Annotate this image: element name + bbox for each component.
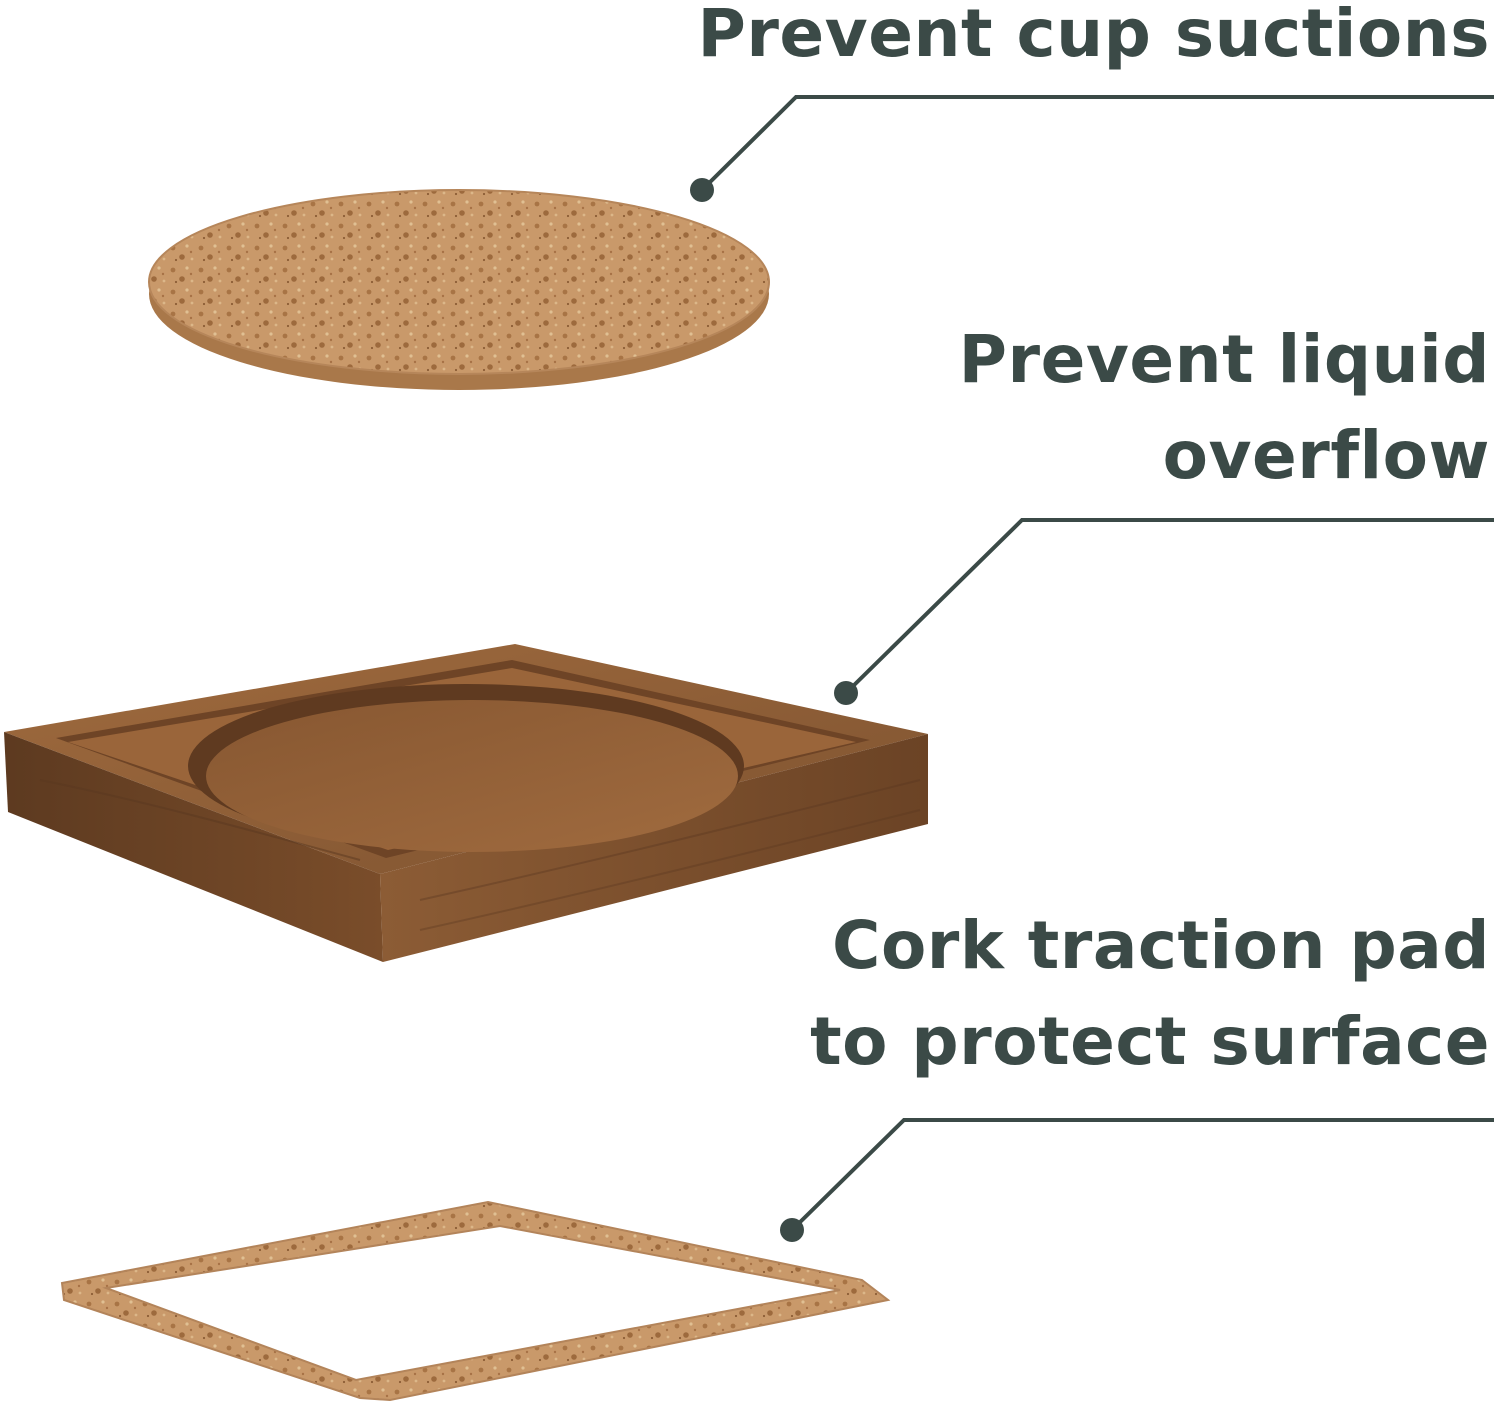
leader-dot-traction-pad <box>780 1218 804 1242</box>
callout-traction-pad: Cork traction pad to protect surface <box>810 898 1490 1089</box>
leader-dot-liquid-overflow <box>834 681 858 705</box>
leader-dot-cup-suctions <box>690 178 714 202</box>
callout-traction-pad-line2: to protect surface <box>810 1002 1490 1080</box>
leader-line-liquid-overflow <box>834 518 1494 705</box>
callout-liquid-overflow: Prevent liquid overflow <box>959 312 1490 503</box>
callout-liquid-overflow-line2: overflow <box>1162 416 1490 494</box>
leader-line-cup-suctions <box>690 95 1494 202</box>
leader-line-traction-pad <box>780 1118 1494 1242</box>
callout-liquid-overflow-line1: Prevent liquid <box>958 321 1490 398</box>
cork-traction-frame <box>60 1200 891 1402</box>
callout-cup-suctions: Prevent cup suctions <box>698 0 1491 82</box>
wooden-coaster-base <box>4 644 928 962</box>
callout-traction-pad-line1: Cork traction pad <box>832 907 1490 984</box>
callout-cup-suctions-line1: Prevent cup suctions <box>697 0 1490 72</box>
cork-round-pad <box>148 189 770 390</box>
